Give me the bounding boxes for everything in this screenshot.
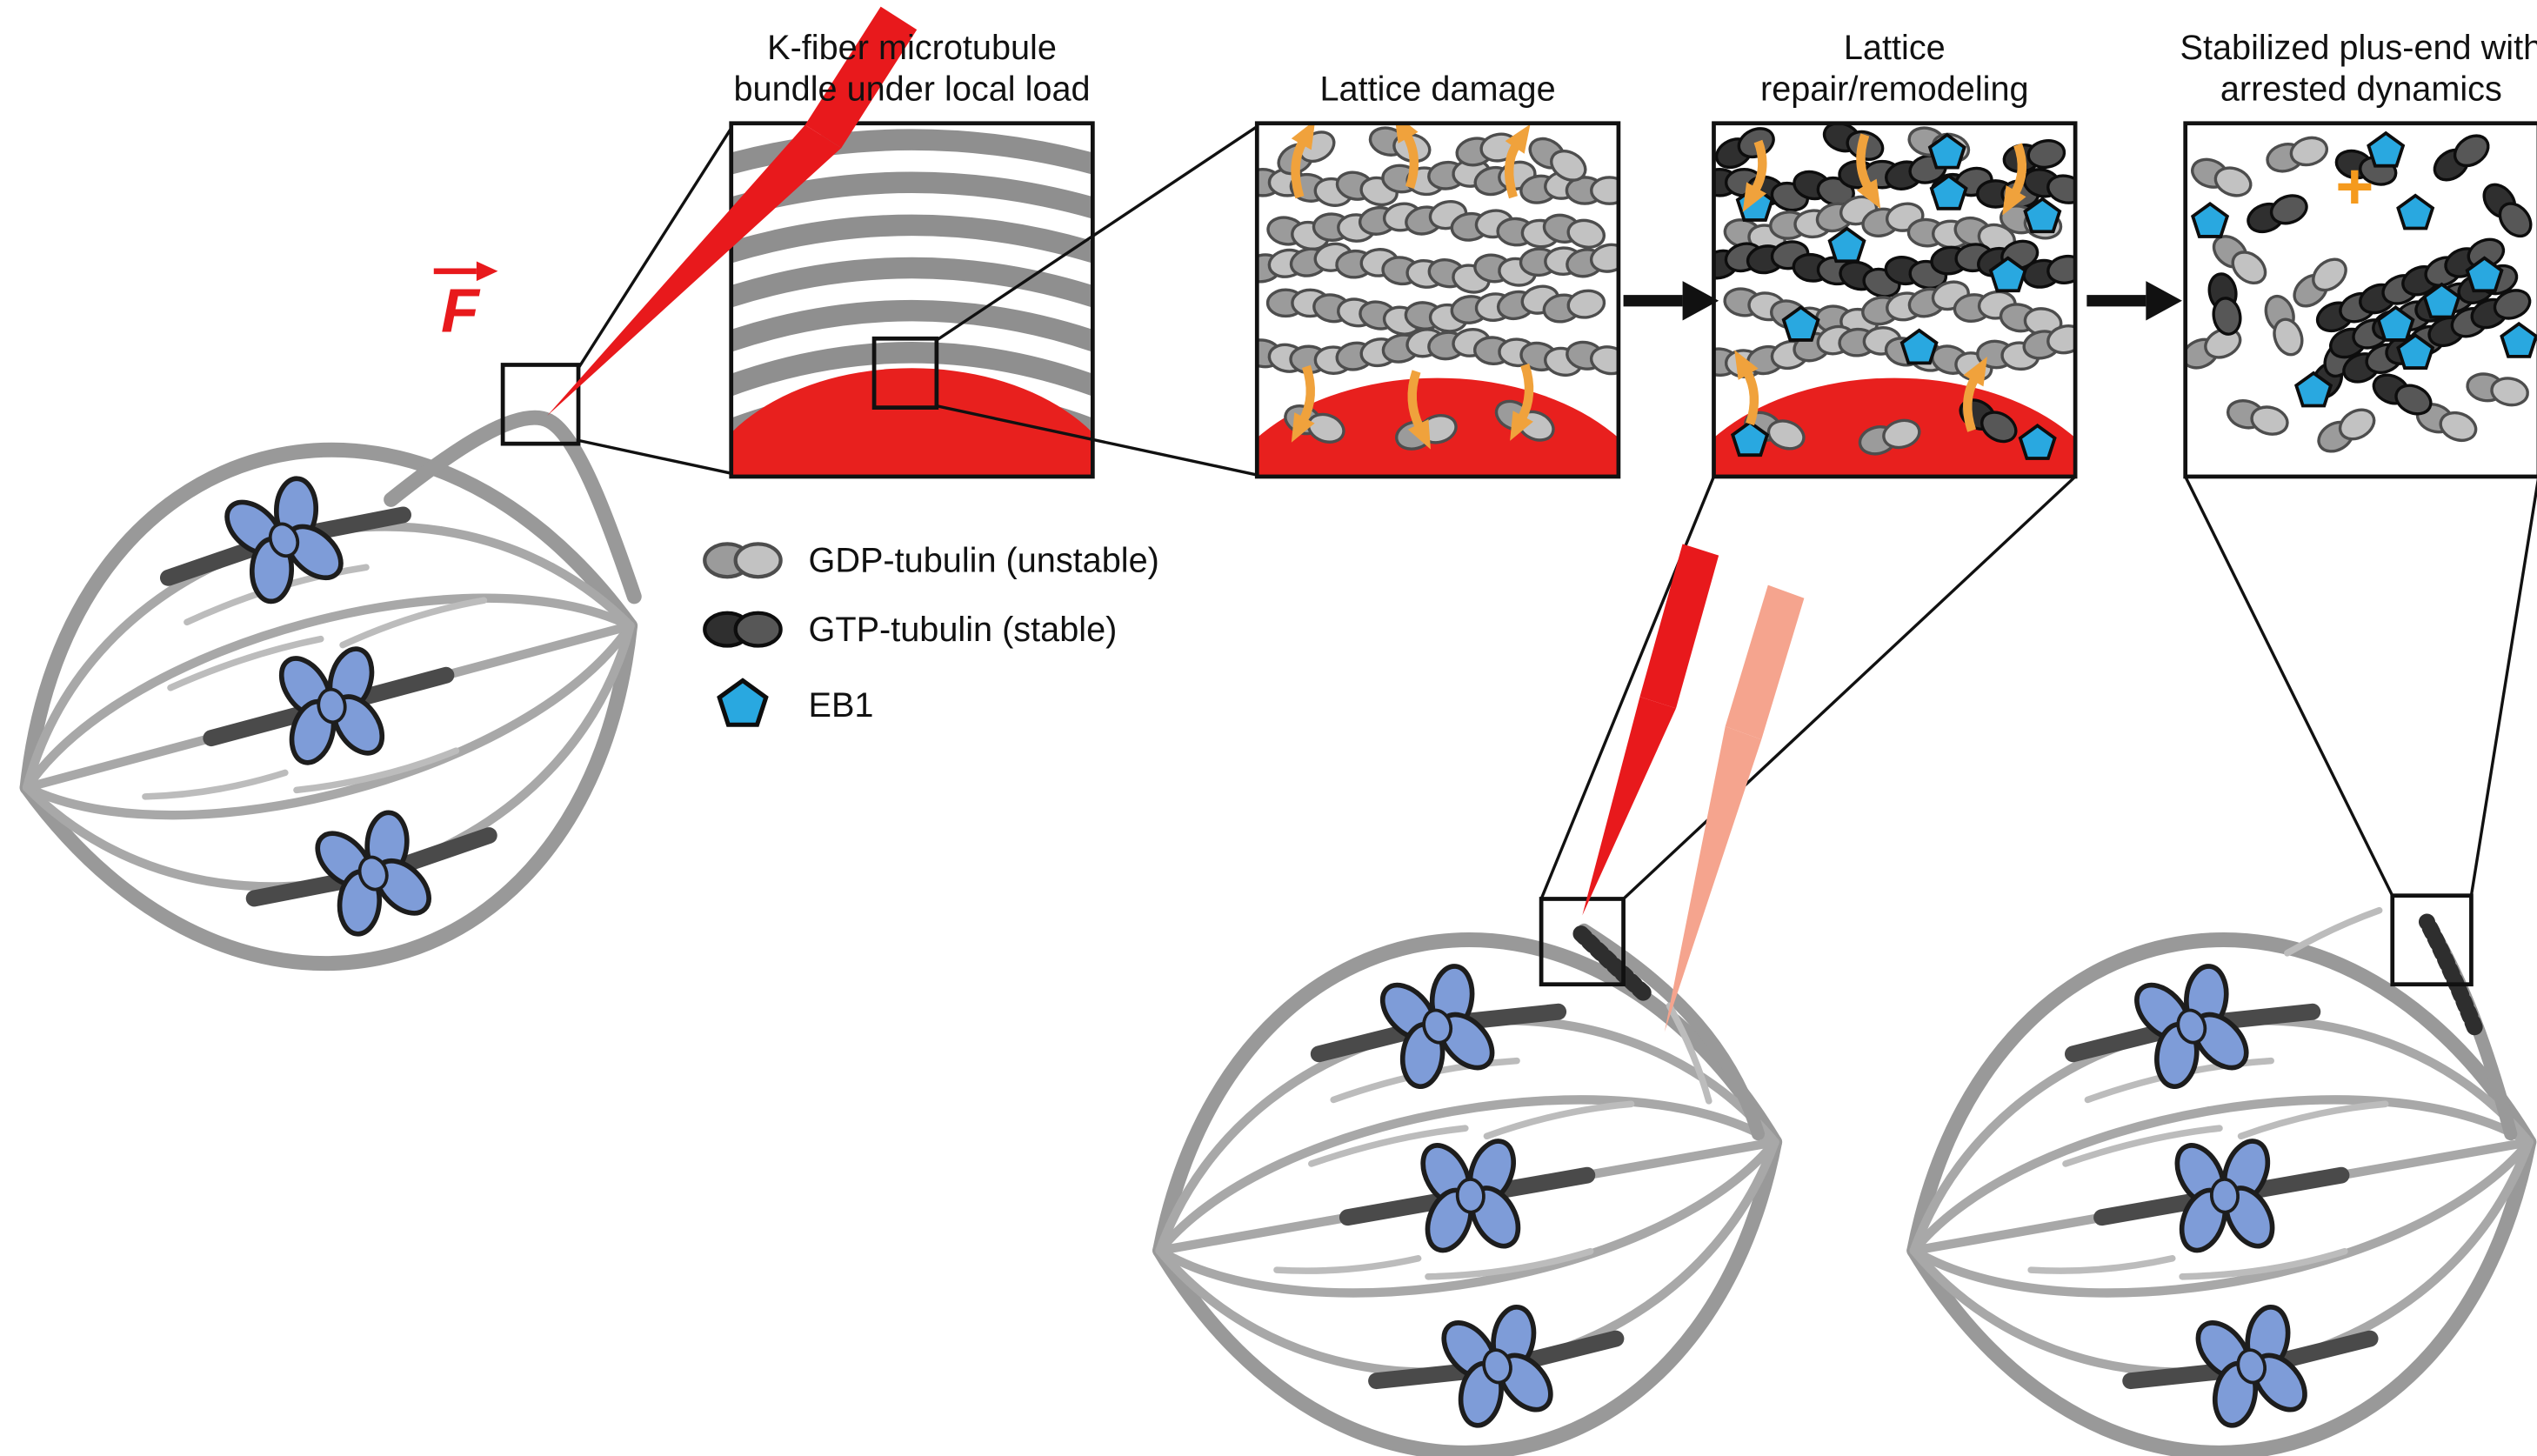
damage-arrows bbox=[1291, 124, 1534, 450]
panel1-title-line1: K-fiber microtubule bbox=[767, 29, 1057, 67]
gtp-tubulin-dimer bbox=[704, 613, 780, 646]
panel3-title-line2: repair/remodeling bbox=[1760, 70, 2029, 108]
spindle-stabilized bbox=[1870, 890, 2537, 1456]
panel-kfiber-load bbox=[729, 121, 1095, 479]
panel4-title-line2: arrested dynamics bbox=[2220, 70, 2502, 108]
flow-arrow-damage-to-repair bbox=[1623, 281, 1719, 321]
zoom-box-spindle3 bbox=[2390, 893, 2474, 987]
panel1-title-line2: bundle under local load bbox=[733, 70, 1090, 108]
loose-fiber bbox=[1666, 1002, 1712, 1105]
microneedle-removing bbox=[1582, 544, 1805, 1032]
stabilized-lattice-stipple bbox=[2418, 913, 2483, 1036]
kfiber-to-damage-site bbox=[1577, 923, 1766, 1141]
force-vector-label: F bbox=[433, 261, 498, 346]
repair-arrows bbox=[1734, 133, 2026, 432]
legend-gtp-label: GTP-tubulin (stable) bbox=[809, 611, 1118, 649]
panel2-title: Lattice damage bbox=[1320, 70, 1556, 108]
microneedle-force bbox=[547, 6, 918, 417]
plus-end-marker: + bbox=[2335, 150, 2373, 224]
panel3-title-line1: Lattice bbox=[1844, 29, 1946, 67]
gdp-tubulin-dimer bbox=[704, 544, 780, 577]
flow-arrow-repair-to-stable bbox=[2086, 281, 2182, 321]
force-label: F bbox=[441, 277, 481, 346]
legend-eb1-label: EB1 bbox=[809, 686, 874, 725]
zoom-box-spindle2 bbox=[1539, 897, 1626, 987]
spindle-repairing bbox=[1115, 890, 1819, 1456]
zoom-box-panel1 bbox=[871, 336, 939, 410]
legend: GDP-tubulin (unstable) GTP-tubulin (stab… bbox=[704, 542, 1159, 725]
panel-lattice-repair bbox=[1712, 121, 2078, 479]
loose-fiber bbox=[2284, 906, 2383, 957]
vector-arrowhead bbox=[476, 261, 498, 282]
zoom-box-spindle1 bbox=[500, 363, 581, 446]
eb1-pentagon bbox=[719, 680, 766, 725]
panel4-title-line1: Stabilized plus-end with bbox=[2180, 29, 2537, 67]
panel-stabilized-end: + bbox=[2183, 121, 2537, 479]
spindle-initial bbox=[0, 363, 697, 1035]
needle-contact-dome bbox=[732, 368, 1092, 476]
repaired-lattice-stipple bbox=[1569, 921, 1652, 1001]
legend-gdp-label: GDP-tubulin (unstable) bbox=[809, 542, 1159, 580]
kfiber-bump-under-needle bbox=[384, 410, 642, 604]
kfiber-bundle-illustration bbox=[732, 129, 1092, 476]
panel-lattice-damage bbox=[1254, 121, 1621, 479]
